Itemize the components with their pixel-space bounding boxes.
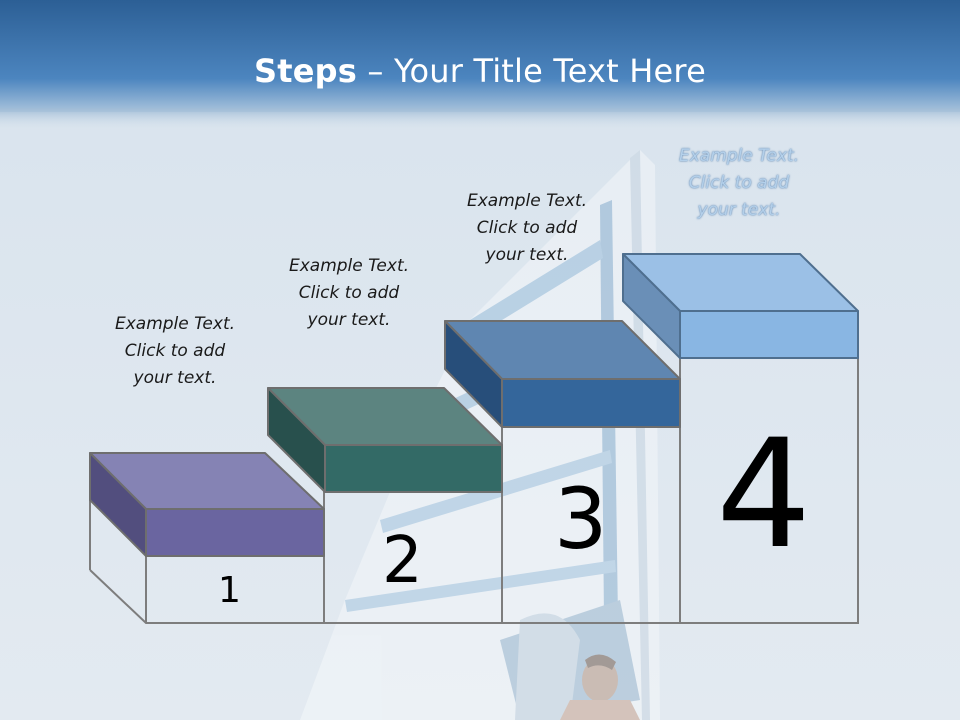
step-3-caption-line-1: Example Text. xyxy=(466,191,588,211)
step-3-block[interactable] xyxy=(444,320,681,428)
step-2-block[interactable] xyxy=(267,387,503,493)
step-1-caption-line-3: your text. xyxy=(133,368,217,388)
step-2-caption-line-3: your text. xyxy=(307,310,391,330)
title-rest: – Your Title Text Here xyxy=(357,52,706,90)
slide-title[interactable]: Steps – Your Title Text Here xyxy=(0,52,960,90)
step-1-caption-line-1: Example Text. xyxy=(114,314,236,334)
step-4-caption-line-1: Example Text. xyxy=(678,146,800,166)
step-2-caption-line-2: Click to add xyxy=(298,283,400,303)
step-2-caption[interactable]: Example Text. Click to add your text. xyxy=(264,253,434,334)
step-4-caption-line-2: Click to add xyxy=(688,173,790,193)
title-bold: Steps xyxy=(254,52,358,90)
step-1-caption-line-2: Click to add xyxy=(124,341,226,361)
step-4-caption[interactable]: Example Text. Click to add your text. xyxy=(654,143,824,224)
step-4-block[interactable] xyxy=(622,253,859,359)
step-4-number: 4 xyxy=(716,408,812,582)
step-4-caption-line-3: your text. xyxy=(697,200,781,220)
step-3-caption[interactable]: Example Text. Click to add your text. xyxy=(442,188,612,269)
step-1-caption[interactable]: Example Text. Click to add your text. xyxy=(90,311,260,392)
step-3-caption-line-3: your text. xyxy=(485,245,569,265)
step-1-block[interactable] xyxy=(89,452,325,557)
step-2-number: 2 xyxy=(382,524,423,598)
step-3-number: 3 xyxy=(554,470,608,568)
step-2-caption-line-1: Example Text. xyxy=(288,256,410,276)
step-3-caption-line-2: Click to add xyxy=(476,218,578,238)
step-1-number: 1 xyxy=(218,570,241,611)
